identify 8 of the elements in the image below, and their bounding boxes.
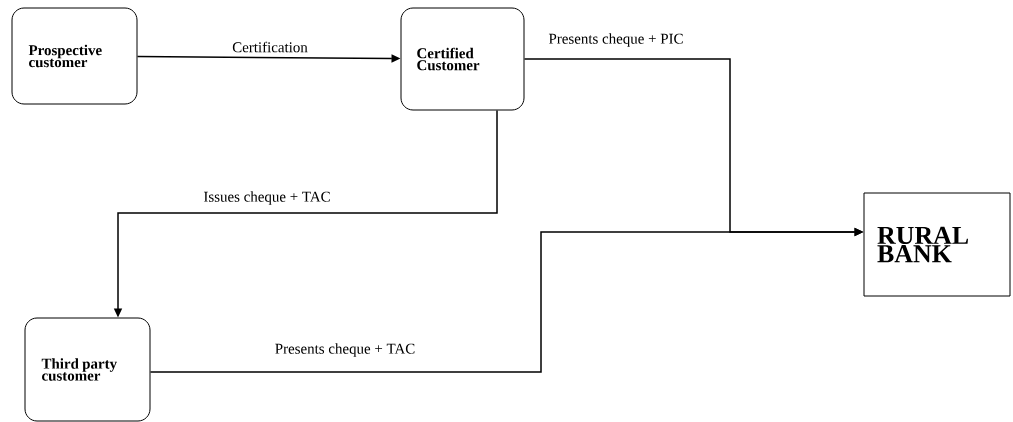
process-box: Prospective customer	[11, 7, 138, 105]
edge-label: Certification	[231, 40, 309, 54]
edge-label: Presents cheque + PIC	[547, 32, 685, 48]
process-box: RURAL BANK	[863, 192, 1011, 297]
process-box: Third party customer	[24, 317, 151, 422]
edge-label: Issues cheque + TAC	[202, 190, 332, 206]
process-box: Certified Customer	[400, 7, 525, 111]
edge-label: Presents cheque + TAC	[273, 342, 417, 358]
